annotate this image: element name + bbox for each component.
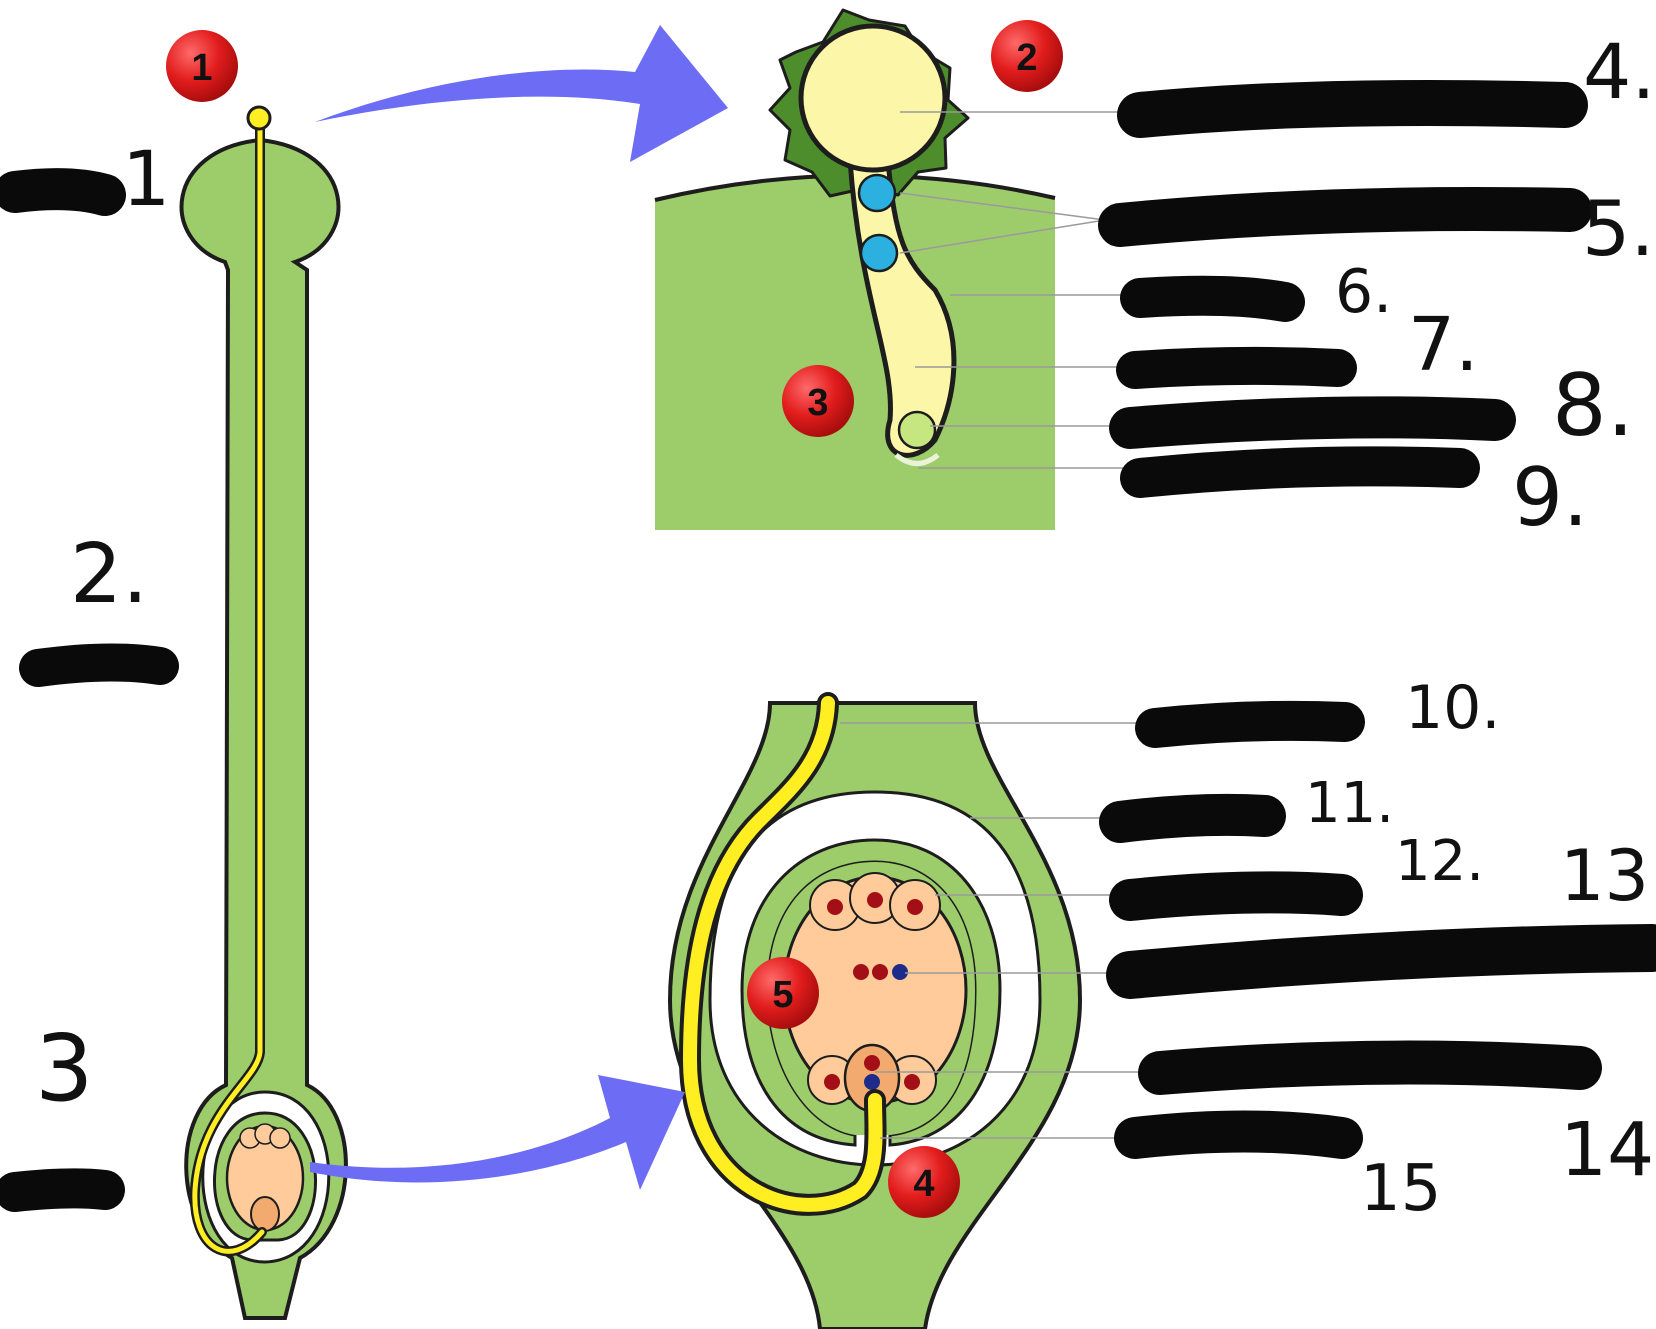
hw-label-1: 1 [122,134,170,223]
pollen-grain-on-stigma [246,105,272,131]
stigma-tissue [655,175,1055,530]
central-cell-nuclei [853,964,908,980]
handwritten-labels: 1 2. 3 4. 5. 6. 7. 8. 9. 10. 11. 12. 13 … [35,27,1656,1226]
synergid-cells [807,1055,937,1105]
pistil-illustration [179,105,348,1320]
pistil-antipodal-cells [239,1123,291,1149]
antipodal-cells [809,872,941,931]
hw-label-12: 12. [1395,829,1484,894]
egg-nucleus-blue [864,1074,880,1090]
step-badge-3: 3 [782,365,854,437]
pistil-egg-apparatus [250,1196,280,1232]
hw-label-10: 10. [1405,673,1500,743]
arrow-to-stigma-closeup [315,25,728,162]
hw-label-11: 11. [1305,771,1394,836]
pollen-tube-closeup [847,157,957,458]
tube-nucleus [897,410,937,450]
stigma-closeup [654,8,1056,530]
hw-label-6: 6. [1335,257,1392,327]
hw-label-9: 9. [1512,451,1588,544]
step-badge-4: 4 [888,1146,960,1218]
sperm-nucleus-1 [857,173,897,213]
hw-label-15: 15 [1360,1152,1441,1226]
ovule-closeup [667,692,1083,1329]
leader-lines [840,111,1140,1139]
hw-label-4: 4. [1583,27,1656,116]
egg-nucleus-red [864,1055,880,1071]
hw-label-3: 3 [35,1015,94,1122]
step-badge-5: 5 [747,957,819,1029]
hw-label-13: 13 [1560,835,1649,917]
hw-label-14: 14 [1560,1107,1654,1193]
svg-text:4: 4 [913,1163,934,1205]
svg-text:3: 3 [807,382,828,424]
hw-label-5: 5. [1582,184,1655,273]
arrow-to-ovule-closeup [310,1075,685,1190]
svg-text:5: 5 [772,974,793,1016]
hw-label-8: 8. [1552,356,1634,456]
callose-region [894,452,940,466]
svg-text:2: 2 [1016,37,1037,79]
svg-text:1: 1 [191,47,212,89]
redaction-marks [0,79,1656,1212]
sperm-nucleus-2 [859,233,899,273]
step-badge-1: 1 [166,30,238,102]
hw-label-7: 7. [1408,302,1479,388]
pollen-grain-body [798,23,948,173]
hw-label-2: 2. [70,527,148,622]
step-badge-2: 2 [991,20,1063,92]
